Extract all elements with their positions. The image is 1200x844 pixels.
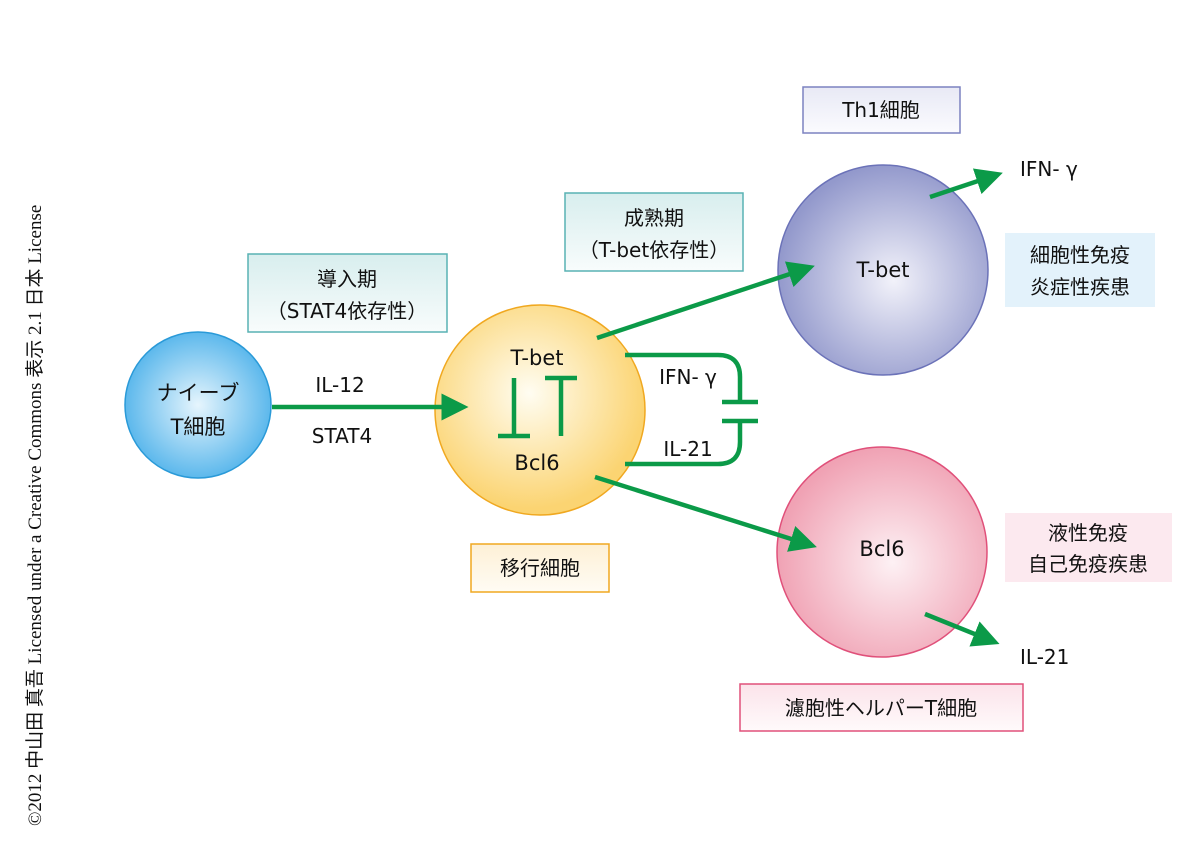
transitional-bcl6: Bcl6 bbox=[514, 451, 559, 475]
inhibit-tbet-to-bcl6-icon bbox=[498, 378, 530, 439]
th1-function-1: 細胞性免疫 bbox=[1030, 243, 1130, 267]
maturation-subtitle: （T-bet依存性） bbox=[579, 238, 729, 262]
maturation-title: 成熟期 bbox=[624, 206, 684, 230]
arrow-il21-output bbox=[924, 611, 1000, 647]
tfh-label-box: 濾胞性ヘルパーT細胞 bbox=[739, 683, 1024, 732]
th1-label-box: Th1細胞 bbox=[802, 86, 961, 134]
credit-text: ©2012 中山田 真吾 Licensed under a Creative C… bbox=[24, 205, 46, 826]
induction-title: 導入期 bbox=[317, 267, 377, 291]
tfh-function-1: 液性免疫 bbox=[1048, 521, 1128, 545]
transitional-label: 移行細胞 bbox=[500, 556, 580, 580]
arrows bbox=[272, 168, 1003, 647]
induction-subtitle: （STAT4依存性） bbox=[267, 299, 427, 323]
il21-feedback-inhibit-icon bbox=[625, 418, 758, 467]
transitional-tbet: T-bet bbox=[510, 346, 564, 370]
transitional-cell: T-bet Bcl6 bbox=[434, 304, 646, 516]
arrow-ifng-output bbox=[929, 168, 1003, 200]
tfh-bcl6: Bcl6 bbox=[859, 537, 904, 561]
th1-tbet: T-bet bbox=[856, 258, 910, 282]
ifng-feedback-inhibit-icon bbox=[625, 352, 758, 405]
th1-label: Th1細胞 bbox=[841, 98, 920, 122]
th1-cell: T-bet bbox=[777, 164, 989, 376]
naive-line2: T細胞 bbox=[170, 415, 226, 439]
feedback-il21-label: IL-21 bbox=[663, 437, 712, 461]
feedback-ifng-label: IFN- γ bbox=[659, 365, 717, 389]
il12-label: IL-12 bbox=[315, 373, 364, 397]
tfh-function-2: 自己免疫疾患 bbox=[1028, 552, 1148, 576]
arrow-to-tfh bbox=[594, 474, 817, 552]
naive-t-cell: ナイーブ T細胞 bbox=[124, 331, 272, 479]
tfh-output-label: IL-21 bbox=[1020, 645, 1069, 669]
inhibit-bcl6-to-tbet-icon bbox=[545, 375, 577, 436]
arrow-to-th1 bbox=[596, 261, 815, 341]
th1-output-label: IFN- γ bbox=[1020, 157, 1078, 181]
tfh-label: 濾胞性ヘルパーT細胞 bbox=[785, 696, 977, 720]
th1-function-2: 炎症性疾患 bbox=[1030, 275, 1130, 299]
induction-box: 導入期 （STAT4依存性） bbox=[247, 253, 448, 333]
tfh-function-box: 液性免疫 自己免疫疾患 bbox=[1005, 513, 1172, 582]
transitional-label-box: 移行細胞 bbox=[470, 543, 610, 593]
th1-function-box: 細胞性免疫 炎症性疾患 bbox=[1005, 233, 1155, 307]
naive-line1: ナイーブ bbox=[157, 381, 240, 405]
stat4-label: STAT4 bbox=[312, 424, 372, 448]
tfh-cell: Bcl6 bbox=[776, 446, 988, 658]
maturation-box: 成熟期 （T-bet依存性） bbox=[564, 192, 744, 272]
